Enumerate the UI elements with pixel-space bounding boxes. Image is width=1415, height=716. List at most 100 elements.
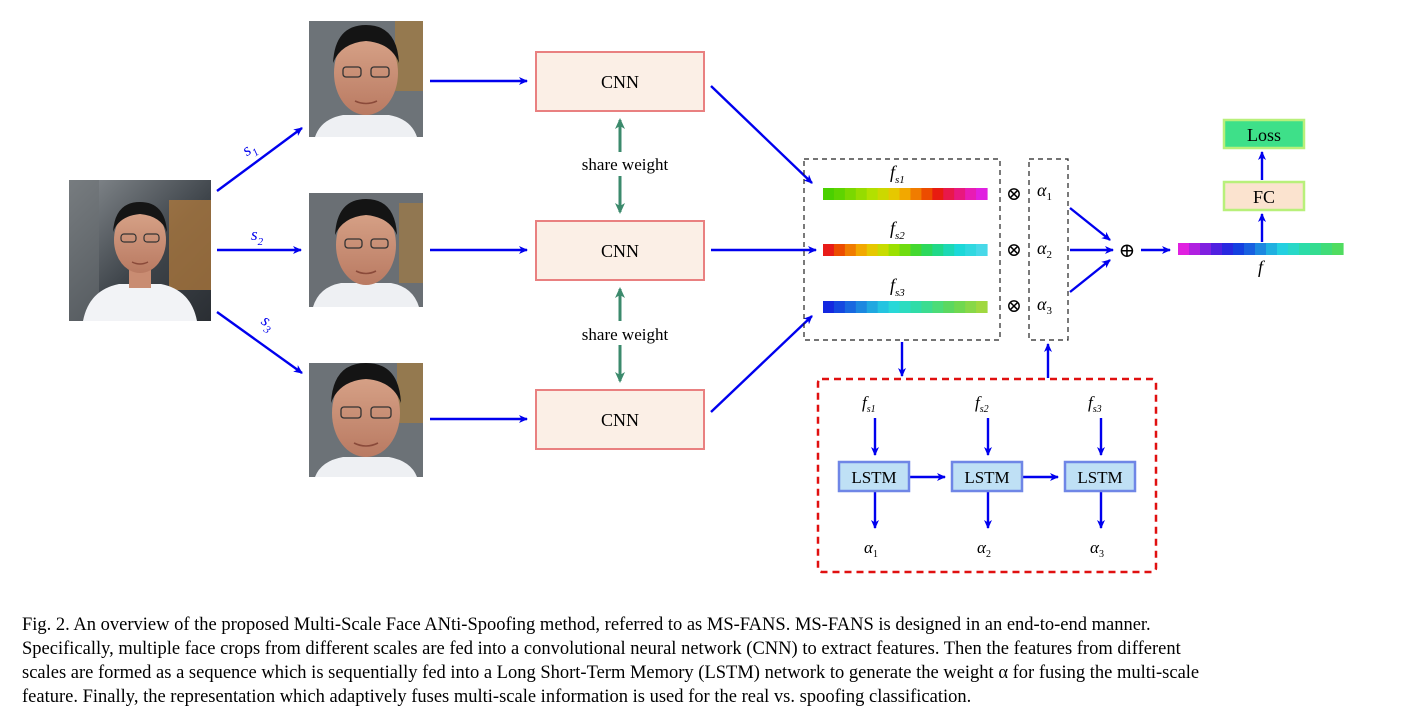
face-crop-scale-3 [309, 363, 423, 477]
svg-text:FC: FC [1253, 187, 1275, 207]
svg-text:α3: α3 [1090, 538, 1104, 560]
svg-text:CNN: CNN [601, 241, 639, 261]
feature-cell [1277, 243, 1289, 255]
share-weight-label-2: share weight [582, 325, 669, 344]
feature-cell [965, 301, 977, 313]
feature-cell [1211, 243, 1223, 255]
fused-feature-bar [1178, 243, 1344, 255]
arrow-scale-3 [216, 311, 303, 374]
svg-text:Loss: Loss [1247, 125, 1281, 145]
feature-cell [888, 244, 901, 256]
caption-line-4: feature. Finally, the representation whi… [22, 687, 972, 707]
feature-label-fs2: fs2 [890, 218, 905, 242]
feature-cell [844, 188, 857, 200]
feature-cell [965, 244, 977, 256]
feature-cell [888, 301, 901, 313]
oplus-symbol: ⊕ [1119, 240, 1136, 262]
feature-cell [844, 244, 857, 256]
svg-text:α2: α2 [977, 538, 991, 560]
feature-cell [833, 188, 846, 200]
feature-cell [1266, 243, 1278, 255]
feature-cell [976, 188, 988, 200]
feature-cell [932, 301, 944, 313]
feature-cell [910, 301, 922, 313]
feature-cell [1200, 243, 1212, 255]
cnn-box-3: CNN [535, 389, 705, 450]
lstm-inputs: fs1 fs2 fs3 [862, 393, 1102, 415]
lstm-cell-1: LSTM [837, 460, 911, 493]
feature-cell [921, 244, 933, 256]
feature-cell [943, 301, 955, 313]
loss-box: Loss [1222, 118, 1306, 150]
fc-box: FC [1222, 180, 1306, 212]
otimes-symbol-3: ⊗ [1006, 296, 1022, 317]
lstm-arrows [871, 418, 1105, 529]
face-crop-scale-2 [309, 193, 423, 307]
feature-cell [823, 301, 835, 313]
lstm-cell-3: LSTM [1063, 460, 1137, 493]
svg-text:fs1: fs1 [862, 393, 876, 415]
feature-cell [855, 301, 868, 313]
scale-label-1: s1 [238, 137, 261, 163]
cnn-to-feature-arrows [710, 85, 817, 413]
feature-cell [932, 188, 944, 200]
feature-cell [899, 188, 912, 200]
alpha-frame [1028, 158, 1069, 341]
feature-cell [921, 301, 933, 313]
feature-cell [877, 301, 890, 313]
caption-line-2: Specifically, multiple face crops from d… [22, 639, 1181, 659]
feature-cell [899, 301, 912, 313]
svg-text:CNN: CNN [601, 72, 639, 92]
figure-caption: Fig. 2. An overview of the proposed Mult… [22, 613, 1392, 709]
svg-text:fs2: fs2 [975, 393, 989, 415]
feature-cell [833, 301, 846, 313]
feature-cell [976, 244, 988, 256]
svg-text:α1: α1 [864, 538, 878, 560]
feature-cell [1310, 243, 1322, 255]
svg-text:LSTM: LSTM [964, 468, 1009, 487]
alpha-2: α2 [1037, 238, 1052, 261]
feature-cell [877, 244, 890, 256]
feature-cell [888, 188, 901, 200]
feature-cell [1321, 243, 1333, 255]
feature-bar-fs3 [823, 301, 988, 313]
feature-cell [899, 244, 912, 256]
feature-label-fs1: fs1 [890, 162, 905, 186]
feature-cell [921, 188, 933, 200]
feature-cell [877, 188, 890, 200]
feature-cell [965, 188, 977, 200]
feature-cell [910, 244, 922, 256]
feature-cell [844, 301, 857, 313]
svg-text:LSTM: LSTM [1077, 468, 1122, 487]
lstm-cell-2: LSTM [950, 460, 1024, 493]
feature-cell [976, 301, 988, 313]
cnn-box-1: CNN [535, 51, 705, 112]
alpha-1: α1 [1037, 180, 1052, 203]
feature-cell [1244, 243, 1256, 255]
scale-label-3: s3 [256, 311, 280, 337]
feature-cell [1233, 243, 1245, 255]
feature-cell [1222, 243, 1234, 255]
caption-line-1: Fig. 2. An overview of the proposed Mult… [22, 615, 1151, 635]
feature-label-fs3: fs3 [890, 275, 905, 299]
feature-bar-fs1 [823, 188, 988, 200]
feature-cell [1255, 243, 1267, 255]
scale-label-2: s2 [251, 225, 264, 248]
feature-cell [1178, 243, 1190, 255]
svg-text:CNN: CNN [601, 410, 639, 430]
feature-cell [1332, 243, 1344, 255]
arrow-scale-1 [216, 127, 303, 192]
lstm-outputs: α1 α2 α3 [864, 538, 1104, 560]
feature-cell [866, 188, 879, 200]
feature-cell [910, 188, 922, 200]
feature-cell [954, 244, 966, 256]
feature-cell [823, 244, 835, 256]
scale-arrows [216, 127, 303, 374]
svg-text:LSTM: LSTM [851, 468, 896, 487]
ms-fans-diagram: s1 s2 s3 CNN CNN CNN share weight share … [69, 21, 1344, 574]
feature-cell [954, 301, 966, 313]
feature-cell [954, 188, 966, 200]
feature-cell [866, 301, 879, 313]
crop-to-cnn-arrows [430, 77, 528, 423]
caption-line-3: scales are formed as a sequence which is… [22, 663, 1200, 683]
